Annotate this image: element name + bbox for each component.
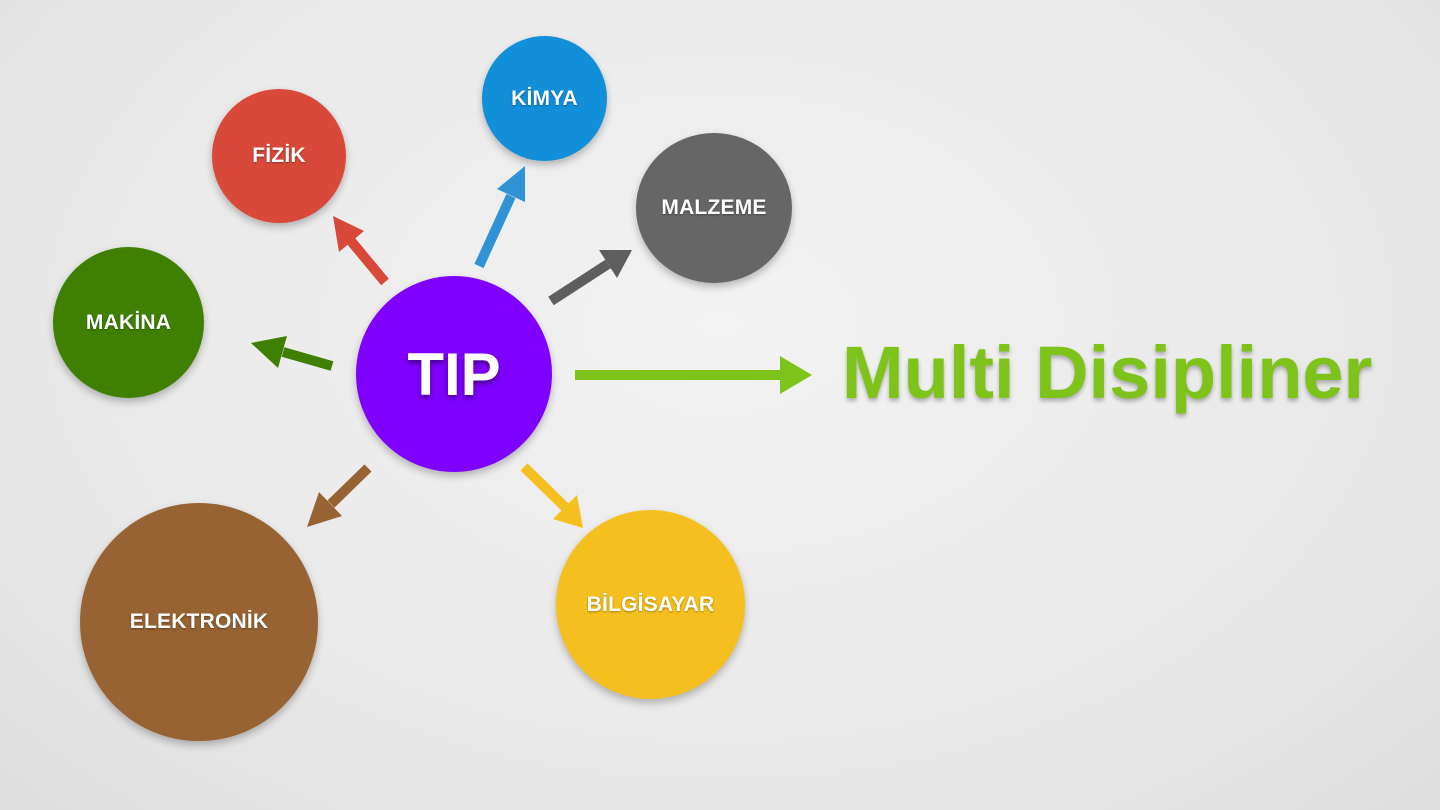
kimya-label: KİMYA <box>511 86 578 110</box>
arrow-to-malzeme <box>548 250 632 306</box>
fizik-bubble: FİZİK <box>212 89 346 223</box>
kimya-bubble: KİMYA <box>482 36 607 161</box>
makina-label: MAKİNA <box>85 310 172 334</box>
bilgisayar-bubble: BİLGİSAYAR <box>556 510 745 699</box>
arrow-to-fizik <box>333 216 389 286</box>
arrow-to-bilgisayar <box>520 463 583 528</box>
tip-label: TIP <box>407 340 501 408</box>
elektronik-bubble: ELEKTRONİK <box>80 503 318 741</box>
multi-disipliner-headline: Multi Disipliner <box>842 331 1373 414</box>
arrow-to-headline <box>575 356 812 394</box>
arrow-to-elektronik <box>307 464 372 527</box>
malzeme-bubble: MALZEME <box>636 133 792 283</box>
arrow-to-kimya <box>474 166 525 269</box>
bilgisayar-label: BİLGİSAYAR <box>586 592 715 616</box>
tip-center-bubble: TIP <box>356 276 552 472</box>
fizik-label: FİZİK <box>252 144 306 167</box>
malzeme-label: MALZEME <box>661 196 767 219</box>
arrow-to-makina <box>251 336 334 371</box>
makina-bubble: MAKİNA <box>53 247 204 398</box>
elektronik-label: ELEKTRONİK <box>129 610 269 633</box>
